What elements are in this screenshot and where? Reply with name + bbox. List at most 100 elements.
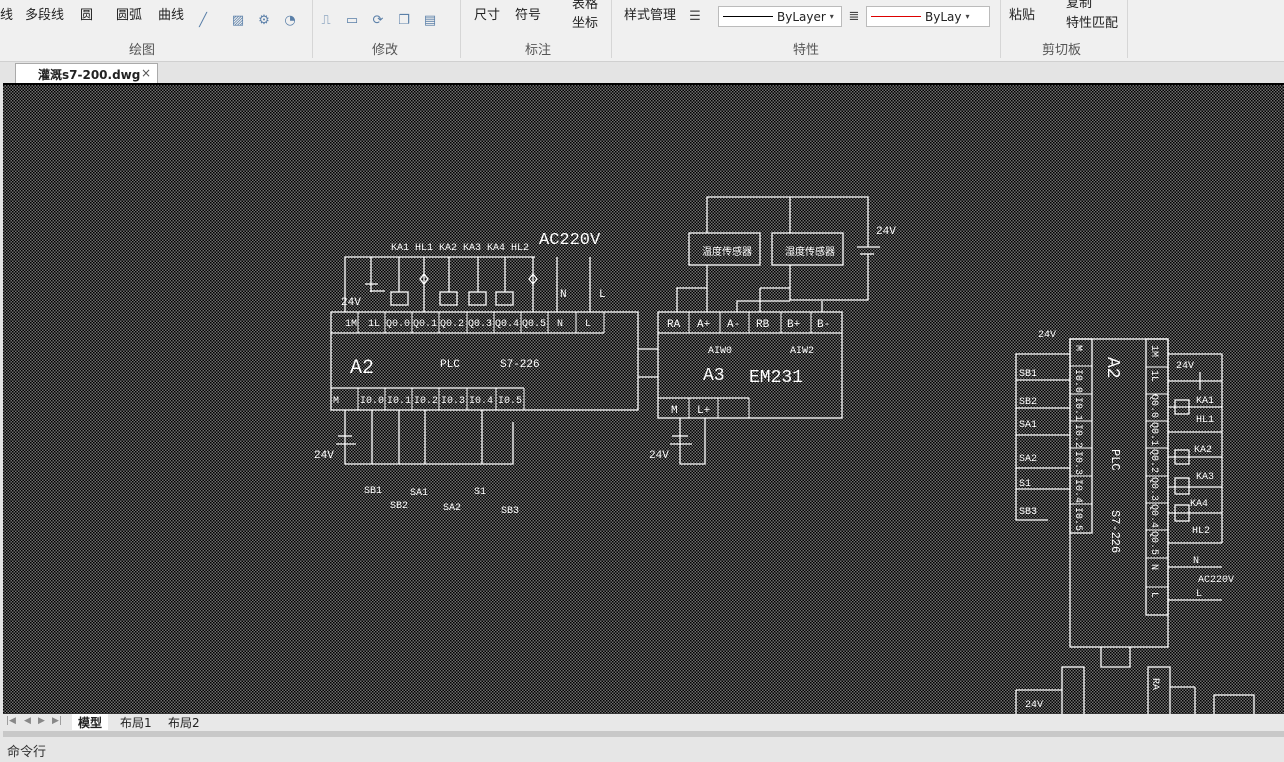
tab-layout1[interactable]: 布局1 — [120, 716, 152, 730]
em231-ch0: AIW0 — [708, 346, 732, 357]
terminal: Q0.4 — [1148, 504, 1159, 528]
plc-right-title: A2 — [1102, 357, 1122, 379]
document-tab-bar: 灌溉s7-200.dwg× — [0, 62, 1284, 83]
terminal: Q0.2 — [1148, 449, 1159, 473]
plc-right-model: S7-226 — [1108, 510, 1122, 553]
terminal: Q0.4 — [495, 319, 519, 330]
plc-left-type: PLC — [440, 359, 460, 371]
hatch-icon[interactable]: ▨ — [231, 13, 245, 28]
plc-left-24v: 24V — [341, 297, 361, 309]
first-tab-icon[interactable]: |◀ — [6, 716, 16, 726]
circle-button[interactable]: 圆 — [80, 8, 94, 23]
lineweight-select[interactable]: ByLay▾ — [866, 6, 990, 27]
terminal: I0.2 — [1072, 424, 1083, 448]
em231-24v-top: 24V — [876, 226, 896, 238]
terminal: 1L — [368, 319, 380, 330]
input-label: SB3 — [501, 506, 519, 517]
partial-drawing — [1015, 666, 1255, 728]
plc-left-title: A2 — [350, 357, 374, 380]
em231-model: EM231 — [749, 368, 803, 388]
side-label: HL2 — [1192, 526, 1210, 537]
terminal: M — [671, 405, 678, 417]
side-label: 24V — [1176, 361, 1194, 372]
curve-button[interactable]: 曲线 — [158, 8, 185, 23]
terminal: I0.2 — [414, 396, 438, 407]
modify-group-label: 修改 — [372, 43, 399, 58]
side-label: N — [1193, 556, 1199, 567]
side-label: SA2 — [1019, 454, 1037, 465]
side-label: S1 — [1019, 479, 1031, 490]
layout-tab-bar: |◀ ◀ ▶ ▶| 模型 布局1 布局2 — [0, 714, 1284, 731]
properties-group-label: 特性 — [793, 43, 820, 58]
terminal: B+ — [787, 319, 800, 331]
polyline-button[interactable]: 多段线 — [25, 8, 65, 23]
region-icon[interactable]: ⚙ — [258, 13, 270, 28]
plc-left-model: S7-226 — [500, 359, 540, 371]
copy-button[interactable]: 复制 — [1066, 0, 1093, 11]
edit-icon[interactable]: ▤ — [423, 13, 437, 28]
side-label: 24V — [1038, 330, 1056, 341]
terminal: 1M — [345, 319, 357, 330]
terminal: Q0.5 — [1148, 531, 1159, 555]
terminal: I0.3 — [441, 396, 465, 407]
line-button[interactable]: 线 — [0, 8, 14, 23]
input-label: S1 — [474, 487, 486, 498]
style-manager-button[interactable]: 样式管理 — [624, 8, 677, 23]
terminal: I0.3 — [1072, 451, 1083, 475]
paste-button[interactable]: 粘贴 — [1009, 8, 1036, 23]
side-label: KA4 — [1190, 499, 1208, 510]
input-label: SA1 — [410, 488, 428, 499]
dimension-button[interactable]: 尺寸 — [474, 8, 501, 23]
terminal: L — [1148, 592, 1159, 598]
array-icon[interactable]: ❐ — [398, 13, 410, 28]
rotate-icon[interactable]: ⟳ — [372, 13, 384, 28]
linetype-select[interactable]: ByLayer▾ — [718, 6, 842, 27]
coordinate-button[interactable]: 坐标 — [572, 16, 599, 31]
terminal: RB — [756, 319, 770, 331]
terminal: M — [333, 396, 339, 407]
document-tab[interactable]: 灌溉s7-200.dwg× — [15, 63, 158, 83]
side-label: KA2 — [1194, 445, 1212, 456]
plc-left-supply: AC220V — [539, 231, 601, 250]
tab-layout2[interactable]: 布局2 — [168, 716, 200, 730]
last-tab-icon[interactable]: ▶| — [52, 716, 62, 726]
prev-tab-icon[interactable]: ◀ — [24, 716, 31, 726]
em231-24v-bottom: 24V — [649, 450, 669, 462]
plc-right-type: PLC — [1108, 449, 1122, 471]
terminal: Q0.0 — [386, 319, 410, 330]
terminal: I0.1 — [387, 396, 411, 407]
terminal: Q0.3 — [1148, 477, 1159, 501]
arc-button[interactable]: 圆弧 — [116, 8, 143, 23]
wipeout-icon[interactable]: ◔ — [284, 13, 296, 28]
side-label: L — [1196, 589, 1202, 600]
plc-left-l: L — [599, 289, 606, 301]
em231-ch2: AIW2 — [790, 346, 814, 357]
next-tab-icon[interactable]: ▶ — [38, 716, 45, 726]
terminal: Q0.0 — [1148, 394, 1159, 418]
terminal: N — [557, 319, 563, 330]
plc-left — [330, 256, 658, 465]
input-label: SA2 — [443, 503, 461, 514]
terminal: I0.5 — [498, 396, 522, 407]
tab-model[interactable]: 模型 — [72, 714, 109, 730]
partial-24v: 24V — [1025, 700, 1043, 711]
table-button[interactable]: 表格 — [572, 0, 599, 12]
terminal: Q0.1 — [1148, 422, 1159, 446]
command-line[interactable]: 命令行 — [7, 745, 47, 760]
drawing-canvas[interactable]: AC220V KA1 HL1 KA2 KA3 KA4 HL2 24V N L 1… — [3, 83, 1284, 728]
terminal: I0.4 — [1072, 479, 1083, 503]
em231-module — [657, 196, 880, 465]
terminal: Q0.3 — [468, 319, 492, 330]
line-tool-icon[interactable]: ╱ — [199, 13, 207, 28]
symbol-button[interactable]: 符号 — [515, 8, 542, 23]
annotate-group-label: 标注 — [525, 43, 552, 58]
side-label: SA1 — [1019, 420, 1037, 431]
close-icon[interactable]: × — [140, 66, 151, 80]
side-label: HL1 — [1196, 415, 1214, 426]
horizontal-scrollbar[interactable] — [3, 731, 1284, 737]
scale-icon[interactable]: ▭ — [345, 13, 359, 28]
input-label: SB2 — [390, 501, 408, 512]
match-properties-button[interactable]: 特性匹配 — [1066, 16, 1119, 31]
cad-drawing: AC220V KA1 HL1 KA2 KA3 KA4 HL2 24V N L 1… — [314, 196, 1255, 728]
stretch-icon[interactable]: ⎍ — [321, 13, 331, 28]
